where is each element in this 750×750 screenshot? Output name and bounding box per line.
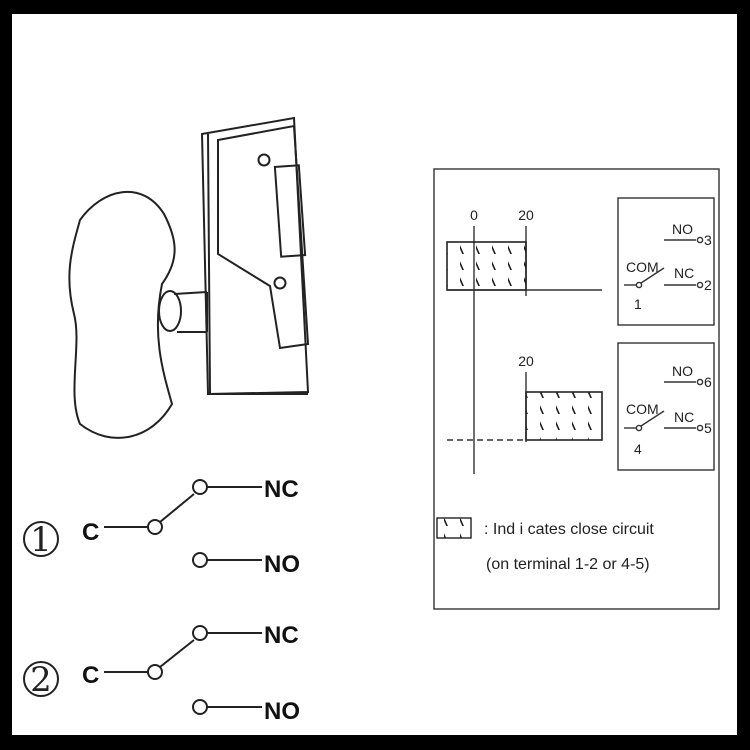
terminal-box-2: NO 6 COM NC 5 4 bbox=[617, 342, 715, 471]
diagram-canvas: 1 C NC NO 2 C NC NO 0 20 20 bbox=[12, 14, 737, 735]
timing-track-2 bbox=[447, 391, 603, 441]
legend-line-1: : Ind i cates close circuit bbox=[484, 521, 654, 538]
lever-paddle bbox=[68, 190, 176, 439]
nc-contact-1 bbox=[192, 479, 208, 495]
no-contact-2 bbox=[192, 699, 208, 715]
switch-body bbox=[200, 116, 310, 396]
index-circle-2 bbox=[23, 661, 59, 697]
terminal-box-1: NO 3 COM NC 2 1 bbox=[617, 197, 715, 326]
actuator-drawing bbox=[68, 116, 310, 439]
box1-no-label: NO bbox=[672, 221, 693, 237]
box1-nc-label: NC bbox=[674, 265, 694, 281]
box2-term-no: 6 bbox=[704, 374, 712, 390]
diagram-svg: 1 C NC NO 2 C NC NO 0 20 20 bbox=[23, 116, 720, 725]
box2-term-nc: 5 bbox=[704, 420, 712, 436]
switch-schematic-2: 2 C NC NO bbox=[23, 622, 300, 725]
index-circle-1 bbox=[23, 521, 59, 557]
nc-label-1: NC bbox=[264, 476, 299, 503]
tick-twenty-bottom: 20 bbox=[518, 353, 534, 369]
box1-term-nc: 2 bbox=[704, 277, 712, 293]
box2-com-label: COM bbox=[626, 401, 659, 417]
no-label-1: NO bbox=[264, 551, 300, 578]
legend: : Ind i cates close circuit (on terminal… bbox=[436, 517, 654, 573]
box2-nc-label: NC bbox=[674, 409, 694, 425]
index-label-1: 1 bbox=[30, 520, 52, 560]
legend-line-2: (on terminal 1-2 or 4-5) bbox=[486, 556, 650, 573]
box1-com-label: COM bbox=[626, 259, 659, 275]
pivot-hole-top bbox=[257, 153, 271, 167]
pivot-hole-bottom bbox=[273, 276, 287, 290]
common-label-2: C bbox=[82, 662, 99, 689]
plunger bbox=[158, 290, 208, 333]
switch-schematic-1: 1 C NC NO bbox=[23, 476, 300, 578]
no-contact-1 bbox=[192, 552, 208, 568]
timing-chart-panel: 0 20 20 NO 3 COM NC bbox=[433, 168, 720, 610]
index-label-2: 2 bbox=[30, 660, 52, 700]
nc-contact-2 bbox=[192, 625, 208, 641]
timing-track-1 bbox=[446, 241, 602, 291]
box2-no-label: NO bbox=[672, 363, 693, 379]
common-label-1: C bbox=[82, 519, 99, 546]
tick-twenty-top: 20 bbox=[518, 207, 534, 223]
box1-term-com: 1 bbox=[634, 296, 642, 312]
box1-term-no: 3 bbox=[704, 232, 712, 248]
tick-zero: 0 bbox=[470, 207, 478, 223]
legend-swatch bbox=[436, 517, 472, 539]
box2-term-com: 4 bbox=[634, 441, 642, 457]
no-label-2: NO bbox=[264, 698, 300, 725]
nc-label-2: NC bbox=[264, 622, 299, 649]
